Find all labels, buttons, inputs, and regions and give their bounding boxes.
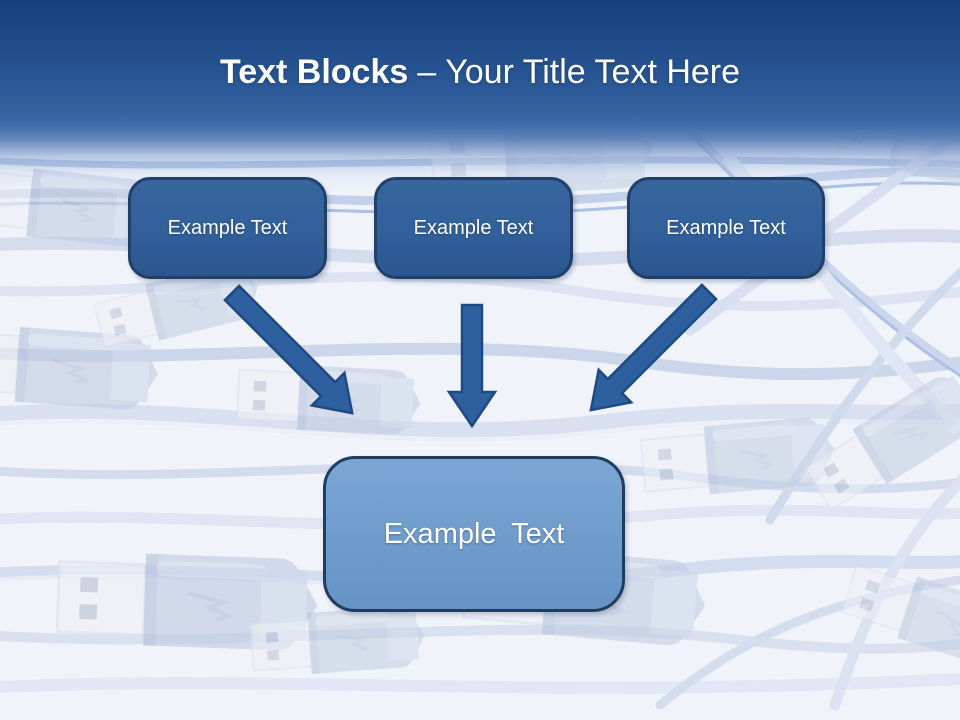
page-title: Text Blocks–Your Title Text Here: [0, 53, 960, 91]
example-text-box-2: Example Text: [374, 177, 573, 279]
example-text-box-bottom-label: Example Text: [383, 517, 565, 550]
example-text-box-3: Example Text: [627, 177, 825, 279]
example-text-box-1-label: Example Text: [167, 216, 288, 239]
example-text-box-3-label: Example Text: [666, 216, 786, 239]
example-text-box-1: Example Text: [128, 177, 327, 279]
example-text-box-2-label: Example Text: [413, 216, 534, 239]
title-emphasis: Text Blocks: [219, 53, 409, 91]
title-remainder: Your Title Text Here: [445, 53, 741, 91]
title-dash: –: [417, 53, 437, 91]
example-text-box-bottom: Example Text: [323, 456, 625, 612]
